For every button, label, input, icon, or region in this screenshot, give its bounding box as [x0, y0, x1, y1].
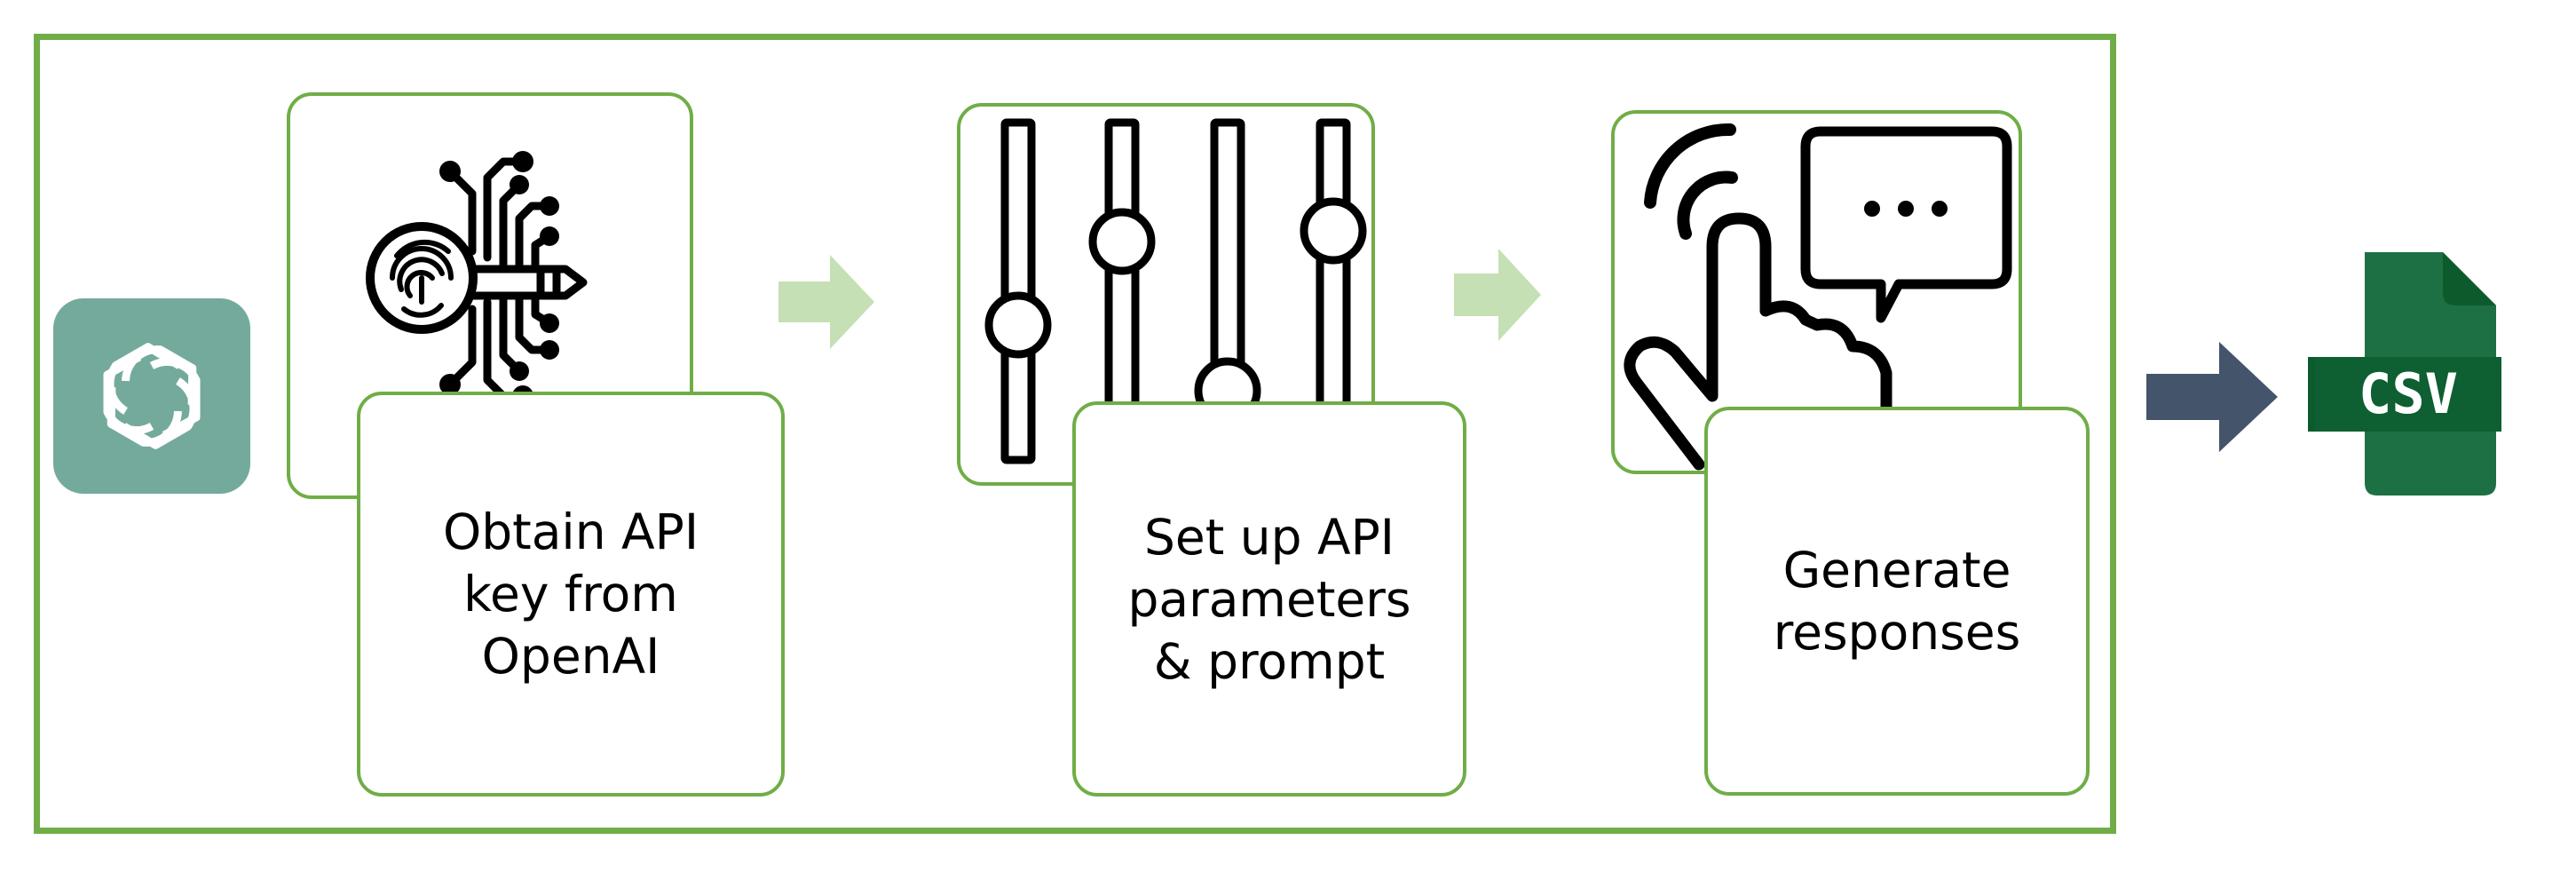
step-1-label: Obtain API key from OpenAI: [442, 503, 699, 685]
openai-knot-icon: [103, 343, 201, 449]
step-3-label-card: Generate responses: [1704, 407, 2090, 796]
tap-chat-bubble-icon: [1624, 123, 2012, 471]
step-2-label: Set up API parameters & prompt: [1127, 508, 1411, 690]
openai-logo: [53, 298, 250, 494]
openai-logo-bg: [53, 298, 250, 494]
step-2-label-card: Set up API parameters & prompt: [1072, 401, 1466, 797]
step-arrow-1-icon: [778, 255, 874, 349]
step-arrow-2-icon: [1454, 249, 1541, 341]
csv-label: CSV: [2359, 361, 2458, 426]
step-3-label: Generate responses: [1773, 542, 2021, 661]
step-1-label-card: Obtain API key from OpenAI: [357, 392, 785, 797]
sliders-icon: [984, 118, 1367, 464]
output-arrow-icon: [2146, 342, 2278, 452]
workflow-frame: [34, 34, 2116, 834]
csv-file-icon: [2308, 252, 2501, 495]
